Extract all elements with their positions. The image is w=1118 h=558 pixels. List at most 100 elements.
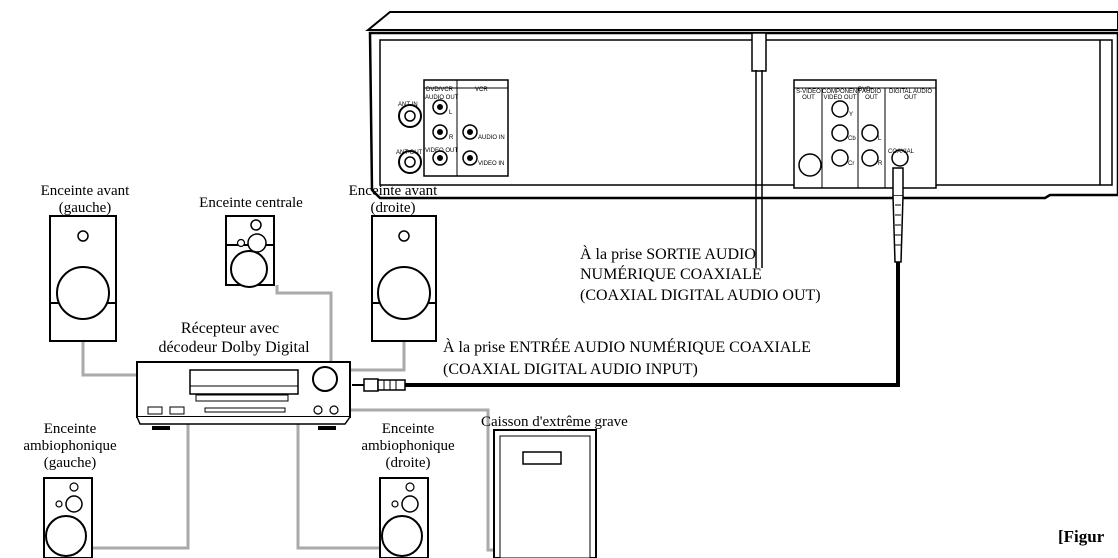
speaker-surround-left-midrange	[65, 495, 83, 513]
label-video-in: VIDEO IN	[478, 161, 505, 167]
label-component-video-out: COMPONENT VIDEO OUT	[822, 89, 861, 101]
label-cr: Cr	[848, 161, 855, 167]
power-cord-strain	[751, 32, 767, 72]
video-out-jack-pin	[437, 155, 443, 161]
speaker-surround-right-tweeter	[391, 500, 399, 508]
label-subwoofer: Caisson d'extrême grave	[481, 414, 628, 430]
ant-in-jack-inner	[404, 110, 416, 122]
speaker-center-top-driver	[250, 219, 262, 231]
ant-out-jack-inner	[404, 156, 416, 168]
speaker-center	[225, 215, 275, 288]
coaxial-plug-shell	[377, 379, 406, 391]
speaker-front-right-tweeter	[398, 230, 410, 242]
label-front-left-1: Enceinte avant	[40, 183, 130, 199]
device-inner	[379, 39, 1113, 186]
label-front-right-2: (droite)	[370, 200, 416, 216]
speaker-surround-left-tweeter	[55, 500, 63, 508]
coaxial-plug-receiver	[352, 378, 406, 392]
device-top	[365, 11, 1118, 31]
speaker-center-tweeter	[236, 238, 246, 248]
audio-out-r-jack-pin	[437, 129, 443, 135]
dvd-panel-dividers	[794, 87, 936, 188]
label-panel-dvd: DVD	[858, 87, 871, 93]
dvd-jacks	[798, 100, 909, 177]
wire-surround-right	[296, 422, 380, 550]
speaker-front-right-woofer	[377, 266, 431, 320]
video-in-jack-pin	[467, 155, 473, 161]
speaker-surround-left	[43, 477, 93, 558]
coaxial-plug-head	[363, 378, 379, 392]
coaxial-cable	[405, 262, 900, 387]
subwoofer-port	[522, 451, 562, 465]
label-front-left-2: (gauche)	[58, 200, 112, 216]
component-cb-jack	[831, 124, 849, 142]
label-coaxial: COAXIAL	[888, 149, 915, 155]
coaxial-plug-shell-ribs	[383, 380, 397, 390]
audio-out-l-jack-pin	[437, 104, 443, 110]
label-panel-dvd-vcr: DVD/VCR	[426, 87, 454, 93]
receiver-button-row	[195, 394, 289, 402]
label-surround-right-1: Enceinte	[381, 421, 435, 437]
label-surround-left-3: (gauche)	[43, 455, 97, 471]
s-video-jack	[798, 153, 822, 177]
receiver-base	[136, 416, 351, 425]
coaxial-plug-top	[892, 167, 904, 197]
wire-front-right	[350, 340, 406, 372]
label-in-note-1: À la prise ENTRÉE AUDIO NUMÉRIQUE COAXIA…	[443, 339, 811, 356]
speaker-surround-right	[379, 477, 429, 558]
dvd-vcr-device	[365, 11, 1118, 268]
receiver-small-knob-2	[329, 405, 339, 415]
receiver-button-1	[147, 406, 163, 415]
speaker-front-left-woofer	[56, 266, 110, 320]
label-y: Y	[849, 112, 854, 118]
label-receiver-2: décodeur Dolby Digital	[158, 339, 310, 356]
coaxial-plug-ribs	[895, 204, 901, 246]
label-surround-left-2: ambiophonique	[23, 438, 117, 454]
speaker-front-left	[49, 215, 117, 342]
speaker-surround-right-top-driver	[405, 482, 415, 492]
dvd-audio-l-jack	[861, 124, 879, 142]
component-cr-jack	[831, 149, 849, 167]
receiver-slot	[204, 407, 286, 413]
label-ant-out: ANT-OUT	[396, 150, 423, 156]
speaker-center-woofer	[230, 250, 268, 288]
wire-front-left	[81, 340, 150, 377]
wire-surround-left	[92, 422, 190, 550]
audio-in-jack-pin	[467, 129, 473, 135]
label-dvd-audio-out: AUDIO OUT	[861, 89, 881, 101]
label-front-right-1: Enceinte avant	[348, 183, 438, 199]
label-dvd-r: R	[878, 161, 883, 167]
receiver-button-2	[169, 406, 185, 415]
wire-center	[275, 285, 333, 362]
receiver-volume-knob	[312, 366, 338, 392]
label-surround-left-1: Enceinte	[43, 421, 97, 437]
label-dvd-l: L	[878, 136, 882, 142]
label-l: L	[449, 110, 453, 116]
label-digital-audio-out: DIGITAL AUDIO OUT	[888, 89, 932, 101]
receiver	[136, 361, 351, 430]
label-surround-right-3: (droite)	[385, 455, 431, 471]
power-cord	[755, 70, 763, 268]
label-svideo-out: S-VIDEO OUT	[796, 89, 821, 101]
speaker-center-midrange	[247, 233, 267, 253]
label-figure: [Figur	[1058, 527, 1105, 546]
speaker-front-left-tweeter	[77, 230, 89, 242]
receiver-foot-left	[152, 426, 170, 430]
label-in-note-2: (COAXIAL DIGITAL AUDIO INPUT)	[443, 361, 698, 378]
label-audio-out: AUDIO OUT	[425, 95, 459, 101]
component-y-jack	[831, 100, 849, 118]
label-cb: Cb	[848, 136, 856, 142]
label-receiver-1: Récepteur avec	[180, 320, 280, 337]
vcr-panel-dividers	[424, 80, 508, 176]
coaxial-out-jack	[891, 149, 909, 167]
coaxial-plug-body	[892, 195, 904, 263]
label-r: R	[449, 135, 454, 141]
vcr-jacks	[432, 99, 478, 166]
label-out-note-3: (COAXIAL DIGITAL AUDIO OUT)	[580, 287, 821, 304]
speaker-surround-right-midrange	[401, 495, 419, 513]
ant-jacks	[398, 104, 422, 174]
speaker-front-right	[371, 215, 437, 342]
receiver-foot-right	[318, 426, 336, 430]
receiver-small-knob-1	[313, 405, 323, 415]
